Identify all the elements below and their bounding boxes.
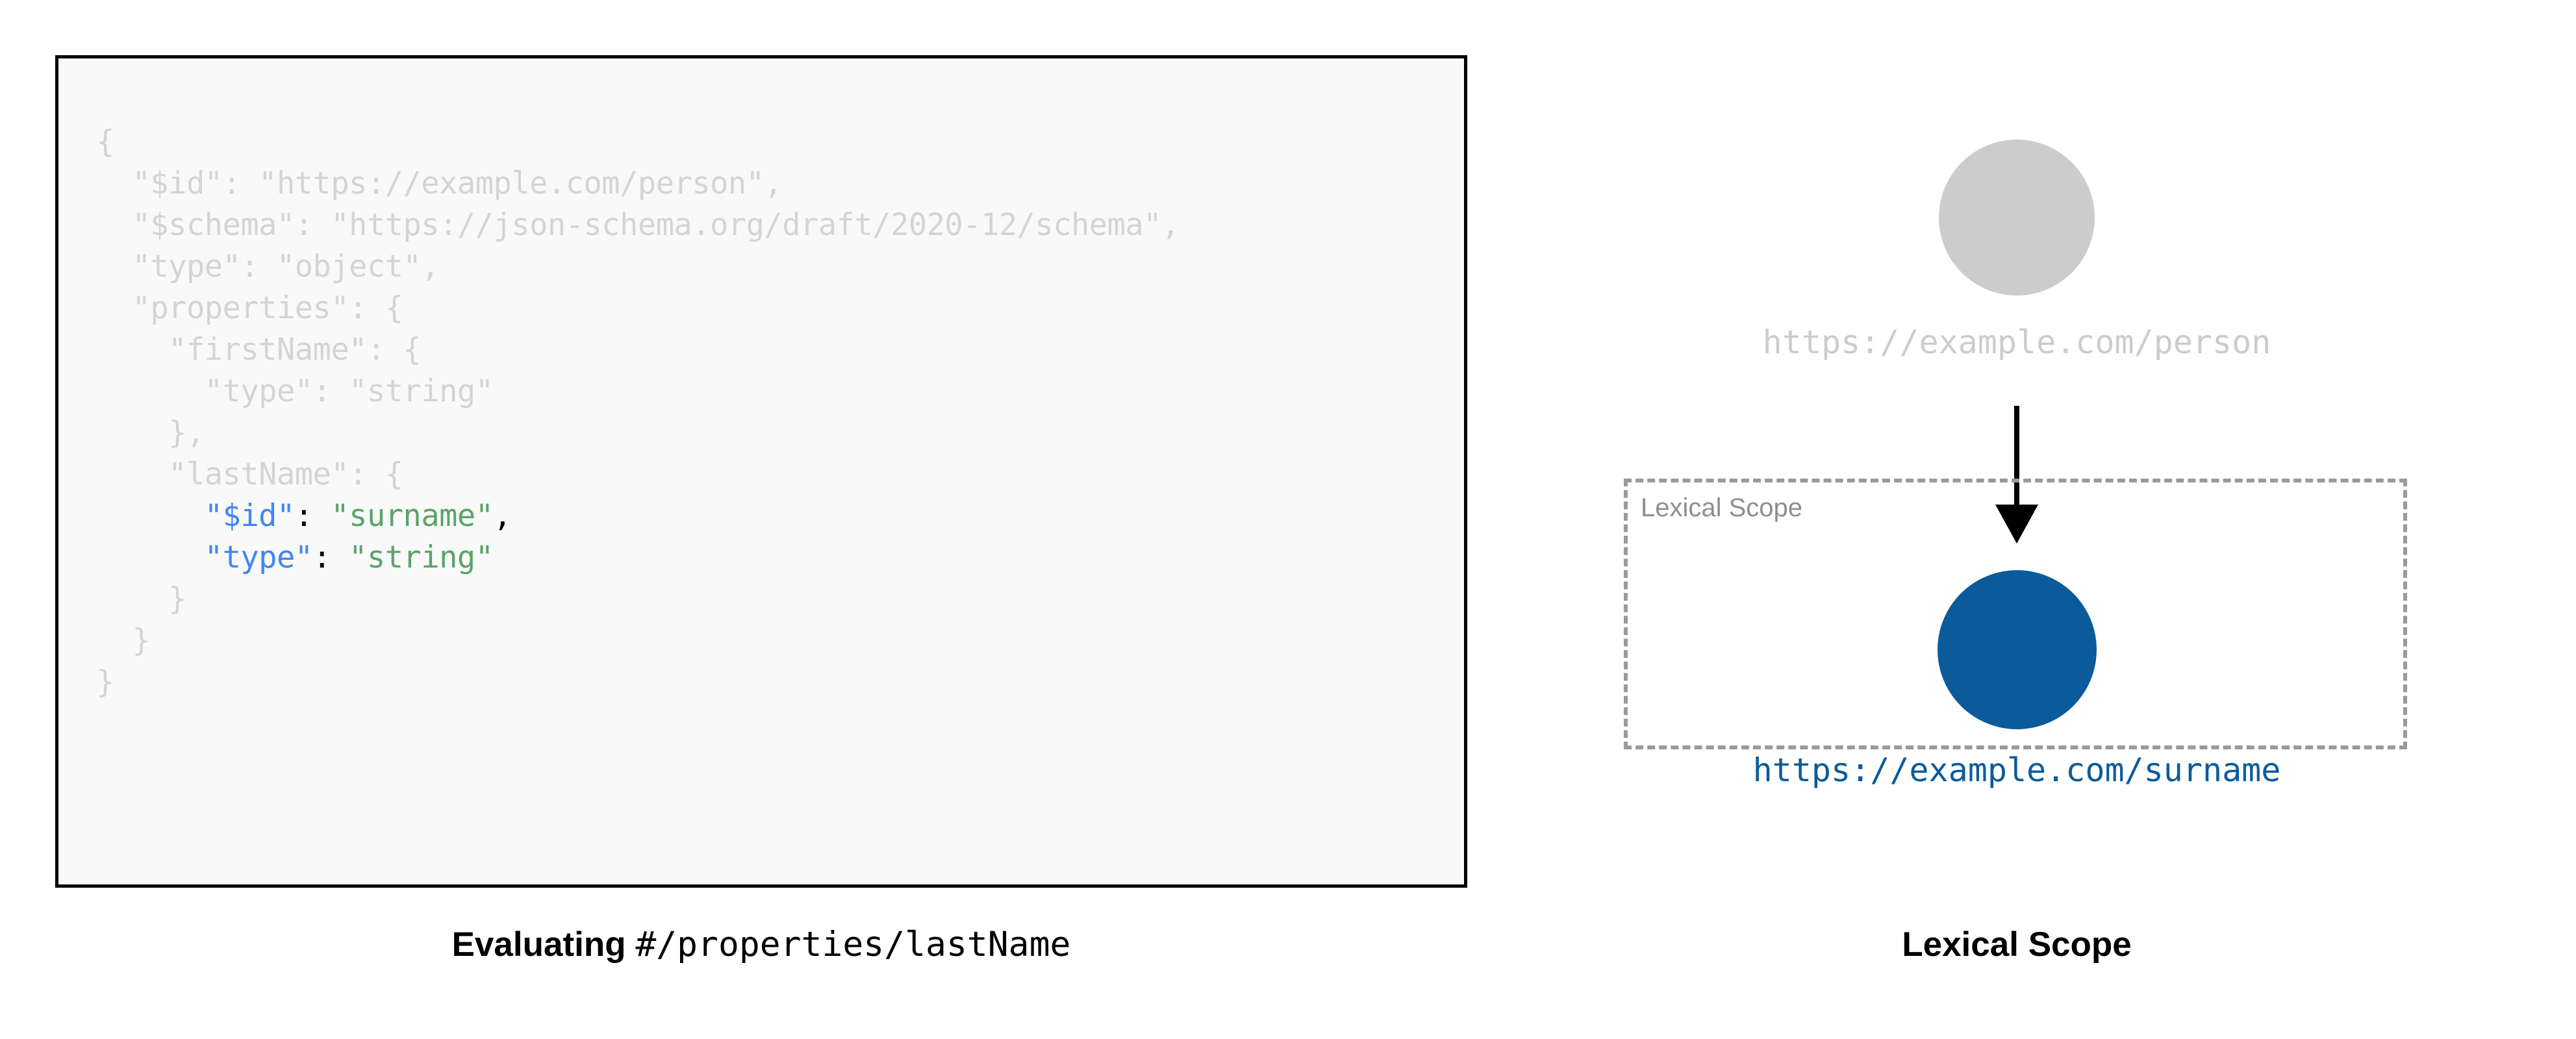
code-token: :	[312, 540, 349, 575]
code-line: "type": "string"	[96, 537, 1180, 579]
code-token: "$id"	[204, 498, 295, 534]
code-line: "lastName": {	[96, 454, 1180, 495]
code-token: "$schema": "https://json-schema.org/draf…	[96, 207, 1180, 243]
code-line: "type": "object",	[96, 246, 1180, 288]
caption-lexical-scope: Lexical Scope	[1902, 925, 2132, 964]
code-token: "string"	[349, 540, 494, 575]
code-line: }	[96, 620, 1180, 662]
code-token: "type": "string"	[96, 373, 494, 409]
caption-evaluating: Evaluating #/properties/lastName	[55, 925, 1467, 964]
code-line: "$id": "https://example.com/person",	[96, 163, 1180, 205]
code-token: ,	[493, 498, 512, 534]
code-line: }	[96, 579, 1180, 620]
code-token: "firstName": {	[96, 332, 422, 368]
code-token: },	[96, 415, 205, 451]
code-token	[96, 540, 205, 575]
downward-arrow-icon	[1995, 406, 2038, 544]
json-schema-code-panel: { "$id": "https://example.com/person", "…	[55, 55, 1467, 888]
parent-schema-node-circle	[1939, 140, 2095, 295]
code-token: "lastName": {	[96, 457, 403, 492]
parent-schema-node-label: https://example.com/person	[1762, 323, 2271, 361]
code-line: "$id": "surname",	[96, 495, 1180, 537]
code-line: "$schema": "https://json-schema.org/draf…	[96, 205, 1180, 246]
code-line: "firstName": {	[96, 329, 1180, 371]
lexical-scope-diagram: https://example.com/person Lexical Scope…	[1559, 0, 2576, 1039]
code-token: }	[96, 664, 114, 700]
code-line: "properties": {	[96, 288, 1180, 329]
lexical-scope-boundary	[1624, 479, 2407, 749]
code-token: }	[96, 623, 151, 658]
code-listing: { "$id": "https://example.com/person", "…	[96, 121, 1180, 703]
code-line: "type": "string"	[96, 371, 1180, 412]
lexical-scope-boundary-label: Lexical Scope	[1641, 494, 1803, 522]
code-token: "$id": "https://example.com/person",	[96, 166, 783, 201]
code-line: },	[96, 412, 1180, 454]
code-line: }	[96, 662, 1180, 703]
code-token	[96, 498, 205, 534]
caption-evaluating-label: Evaluating	[451, 925, 636, 964]
code-line: {	[96, 121, 1180, 163]
caption-evaluating-pointer: #/properties/lastName	[635, 925, 1071, 964]
code-token: "surname"	[331, 498, 494, 534]
child-schema-node-label: https://example.com/surname	[1752, 751, 2281, 789]
code-token: :	[294, 498, 331, 534]
code-token: "type": "object",	[96, 249, 440, 284]
code-token: "properties": {	[96, 290, 403, 326]
code-token: {	[96, 124, 114, 160]
code-token: }	[96, 581, 186, 617]
code-token: "type"	[204, 540, 313, 575]
child-schema-node-circle	[1938, 570, 2097, 729]
